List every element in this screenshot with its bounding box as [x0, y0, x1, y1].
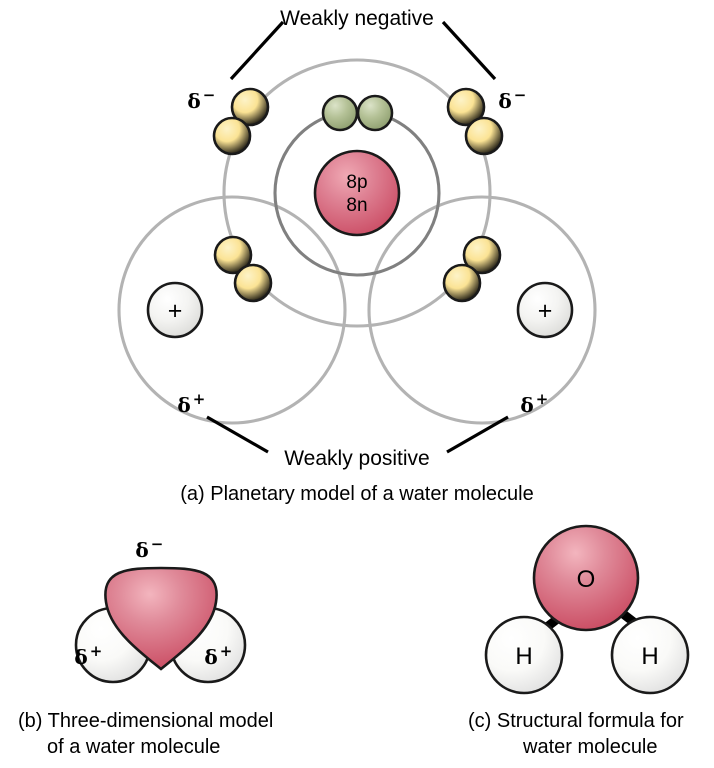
lone-pair-left-electron-2: [212, 116, 252, 156]
panel-b-oxygen-delta-sign: −: [151, 535, 164, 553]
shared-pair-left-electron-2: [233, 263, 273, 303]
panel-c-caption-line1: (c) Structural formula for: [468, 710, 684, 732]
panel-b-delta-positive-right: δ +: [204, 642, 232, 669]
hydrogen-left-charge-symbol: +: [168, 297, 183, 325]
oxygen-nucleus: 8p 8n: [313, 149, 401, 237]
inner-electron-2: [356, 94, 394, 132]
panel-c-oxygen-symbol: O: [577, 566, 596, 593]
panel-b-hydrogen-right-delta-sign: +: [220, 642, 233, 660]
shared-pair-left: [213, 235, 273, 303]
lone-pair-right: δ −: [446, 86, 527, 156]
delta-negative-left-sign: −: [203, 86, 216, 104]
inner-electron-1: [321, 94, 359, 132]
panel-b-caption-line2: of a water molecule: [47, 736, 220, 758]
shared-pair-left-electron-1: [213, 235, 253, 275]
panel-c-oxygen: O: [532, 524, 640, 632]
panel-c-hydrogen-right: H: [610, 615, 690, 695]
panel-b-hydrogen-right-delta-label: δ: [204, 645, 217, 669]
lone-pair-right-electron-1: [446, 87, 486, 127]
delta-positive-left-sign: +: [193, 390, 206, 408]
panel-a: Weakly negative 8p 8n δ −: [117, 7, 597, 505]
panel-c-hydrogen-right-symbol: H: [641, 643, 658, 670]
hydrogen-right-charge-symbol: +: [538, 297, 553, 325]
lone-pair-left: δ −: [187, 86, 270, 156]
hydrogen-left-shell: [117, 195, 347, 425]
hydrogen-left-nucleus: +: [146, 281, 204, 339]
callout-leader-positive-right: [446, 415, 509, 454]
callout-leader-negative-right: [441, 20, 497, 81]
panel-b-oxygen-lobe: [104, 566, 218, 671]
panel-b: δ − δ + δ + (b) Three-dimensional model …: [18, 535, 273, 758]
oxygen-outer-shell: [222, 58, 492, 328]
panel-c-hydrogen-left-symbol: H: [515, 643, 532, 670]
delta-positive-left-label: δ: [177, 393, 190, 417]
panel-b-oxygen-delta-label: δ: [135, 538, 148, 562]
callout-weakly-negative: Weakly negative: [280, 7, 434, 30]
callout-weakly-positive: Weakly positive: [284, 447, 430, 470]
panel-a-caption: (a) Planetary model of a water molecule: [180, 483, 534, 505]
oxygen-nucleus-protons: 8p: [346, 172, 367, 193]
shared-pair-right: [442, 235, 502, 303]
delta-positive-left: δ +: [177, 390, 205, 417]
shared-pair-right-electron-2: [442, 263, 482, 303]
panel-b-caption-line1: (b) Three-dimensional model: [18, 710, 273, 732]
oxygen-inner-electron-pair: [321, 94, 394, 132]
panel-b-hydrogen-left-delta-sign: +: [90, 642, 103, 660]
lone-pair-right-electron-2: [464, 116, 504, 156]
panel-c-caption-line2: water molecule: [522, 736, 658, 758]
delta-positive-right: δ +: [520, 390, 548, 417]
delta-positive-right-label: δ: [520, 393, 533, 417]
delta-negative-left-label: δ: [187, 89, 200, 113]
callout-leader-positive-left: [206, 415, 269, 454]
delta-positive-right-sign: +: [536, 390, 549, 408]
panel-c-hydrogen-left: H: [484, 615, 564, 695]
delta-negative-right-sign: −: [514, 86, 527, 104]
panel-b-hydrogen-left-delta-label: δ: [74, 645, 87, 669]
callout-leader-negative-left: [229, 20, 285, 81]
oxygen-nucleus-neutrons: 8n: [346, 195, 367, 216]
panel-c: H H O (c) Structural formula for water m…: [468, 524, 690, 758]
shared-pair-right-electron-1: [462, 235, 502, 275]
panel-b-oxygen-delta: δ −: [135, 535, 163, 562]
delta-negative-right-label: δ: [498, 89, 511, 113]
lone-pair-left-electron-1: [230, 87, 270, 127]
panel-b-delta-positive-left: δ +: [74, 642, 102, 669]
hydrogen-right-nucleus: +: [516, 281, 574, 339]
hydrogen-right-shell: [367, 195, 597, 425]
